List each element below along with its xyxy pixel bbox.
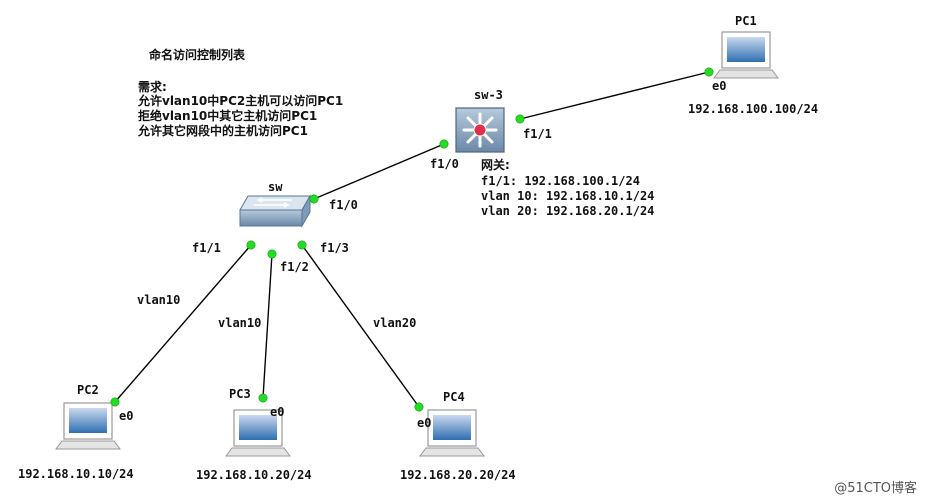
gateway-line: f1/1: 192.168.100.1/24: [481, 174, 640, 188]
link-sw-pc4: [301, 244, 420, 408]
link-dot: [246, 240, 256, 250]
sw-port-f10-label: f1/0: [329, 198, 358, 212]
link-sw-pc3: [262, 253, 273, 399]
sw-port-f12-label: f1/2: [280, 260, 309, 274]
links: [114, 71, 710, 408]
pc2-port-label: e0: [119, 409, 134, 423]
pc1-ip-label: 192.168.100.100/24: [688, 102, 819, 116]
sw3-port-f10-label: f1/0: [430, 157, 459, 171]
watermark-text: @51CTO博客: [834, 481, 917, 496]
link-dot: [267, 249, 277, 259]
pc4-vlan-label: vlan20: [373, 316, 417, 330]
gateway-line: vlan 10: 192.168.10.1/24: [481, 189, 655, 203]
link-dot: [704, 67, 714, 77]
diagram-title: 命名访问控制列表: [149, 48, 246, 62]
pc1-port-label: e0: [712, 79, 727, 93]
pc2-name-label: PC2: [77, 383, 99, 397]
pc1-computer-icon[interactable]: [713, 31, 779, 79]
pc2-computer-icon[interactable]: [55, 402, 121, 450]
link-sw-pc2: [114, 244, 252, 403]
requirement-line: 允许vlan10中PC2主机可以访问PC1: [138, 94, 344, 108]
l3-switch-icon[interactable]: [455, 107, 505, 153]
link-sw3-pc1: [519, 71, 710, 120]
gateway-heading: 网关:: [481, 158, 510, 172]
requirement-line: 拒绝vlan10中其它主机访问PC1: [138, 109, 318, 123]
link-dot: [258, 393, 268, 403]
pc3-computer-icon[interactable]: [225, 409, 291, 457]
switch-icon[interactable]: [239, 194, 311, 228]
sw3-name-label: sw-3: [474, 88, 503, 102]
link-dot: [297, 240, 307, 250]
link-dot: [110, 397, 120, 407]
pc3-name-label: PC3: [229, 387, 251, 401]
link-dot: [439, 139, 449, 149]
link-dot: [515, 114, 525, 124]
sw-port-f11-label: f1/1: [192, 241, 221, 255]
pc4-ip-label: 192.168.20.20/24: [400, 468, 516, 482]
pc2-vlan-label: vlan10: [137, 293, 181, 307]
sw-name-label: sw: [268, 180, 283, 194]
link-end-dots: [110, 67, 714, 412]
link-dot: [309, 194, 319, 204]
pc2-ip-label: 192.168.10.10/24: [18, 467, 134, 481]
link-sw-sw3: [313, 143, 445, 200]
pc3-vlan-label: vlan10: [218, 316, 262, 330]
requirement-line: 允许其它网段中的主机访问PC1: [138, 124, 308, 138]
link-dot: [414, 402, 424, 412]
pc3-port-label: e0: [270, 405, 285, 419]
sw3-port-f11-label: f1/1: [523, 127, 552, 141]
sw-port-f13-label: f1/3: [320, 241, 349, 255]
pc3-ip-label: 192.168.10.20/24: [196, 468, 312, 482]
pc1-name-label: PC1: [735, 14, 757, 28]
gateway-line: vlan 20: 192.168.20.1/24: [481, 204, 655, 218]
pc4-computer-icon[interactable]: [419, 409, 485, 457]
pc4-port-label: e0: [417, 416, 432, 430]
pc4-name-label: PC4: [443, 390, 465, 404]
requirement-heading: 需求:: [138, 80, 167, 94]
